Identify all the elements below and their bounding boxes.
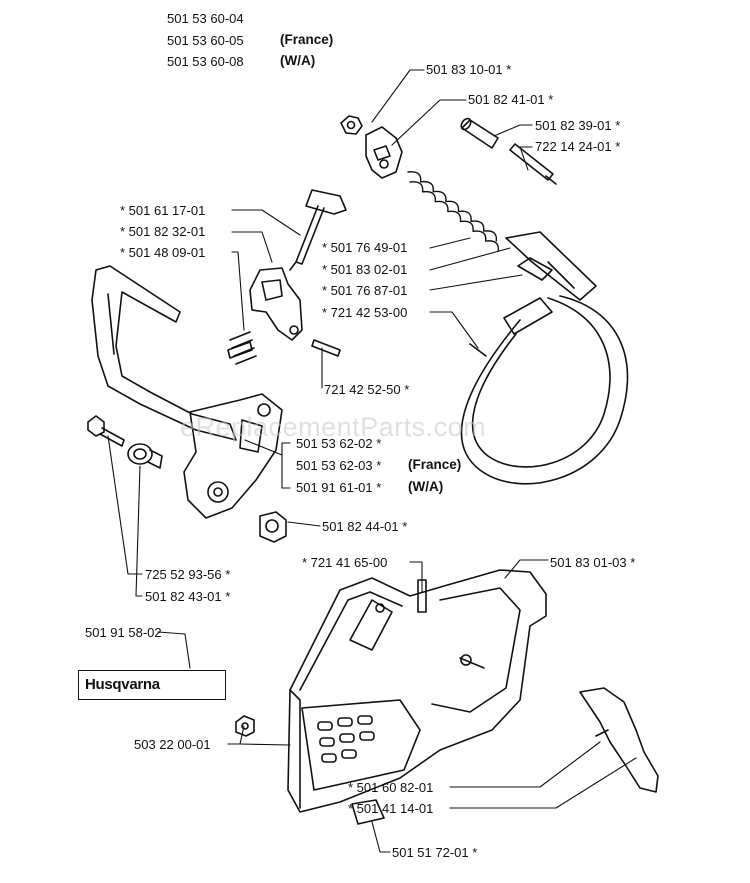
label-501-41-14-01: * 501 41 14-01 (348, 801, 434, 816)
label-725-52-93-56: 725 52 93-56 * (145, 567, 231, 582)
pin-part (509, 143, 557, 185)
header-part-number-1: 501 53 60-04 (167, 11, 244, 26)
latch-spring-part (227, 331, 257, 365)
label-note-france: (France) (408, 457, 462, 472)
watermark: eReplacementParts.com (180, 412, 487, 442)
bolt-part (259, 511, 287, 543)
label-501-76-49-01: * 501 76 49-01 (322, 240, 408, 255)
screw-part (87, 415, 125, 447)
brake-spring-part (407, 171, 500, 252)
label-501-82-44-01: 501 82 44-01 * (322, 519, 408, 534)
cover-nut-part (235, 715, 255, 737)
label-721-42-53-00: * 721 42 53-00 (322, 305, 408, 320)
band-pin-part (469, 343, 487, 357)
hand-guard-part (91, 265, 283, 519)
header-part-number-2: 501 53 60-05 (167, 33, 244, 48)
label-501-53-62-03: 501 53 62-03 * (296, 458, 382, 473)
leader-lines (107, 69, 637, 853)
bushing-part (460, 117, 499, 149)
label-501-91-58-02: 501 91 58-02 (85, 625, 162, 640)
small-pin-part (311, 339, 341, 357)
spacer-part (127, 443, 163, 469)
decal-text: Husqvarna (85, 676, 160, 693)
label-501-83-02-01: * 501 83 02-01 (322, 262, 408, 277)
label-note-wa: (W/A) (408, 479, 444, 494)
label-501-82-43-01: 501 82 43-01 * (145, 589, 231, 604)
label-501-82-41-01: 501 82 41-01 * (468, 92, 554, 107)
label-501-61-17-01: * 501 61 17-01 (120, 203, 206, 218)
chain-catcher-part (579, 687, 659, 793)
label-501-76-87-01: * 501 76 87-01 (322, 283, 408, 298)
label-501-83-10-01: 501 83 10-01 * (426, 62, 512, 77)
label-501-91-61-01: 501 91 61-01 * (296, 480, 382, 495)
header-note-wa: (W/A) (280, 53, 316, 68)
brake-band-part (460, 231, 629, 485)
label-501-51-72-01: 501 51 72-01 * (392, 845, 478, 860)
knob-screw-part (289, 189, 347, 271)
brake-lever-part (365, 126, 403, 179)
clutch-cover-part (287, 569, 547, 813)
header-note-france: (France) (280, 32, 334, 47)
label-501-82-32-01: * 501 82 32-01 (120, 224, 206, 239)
plate-part (351, 799, 385, 825)
label-721-42-52-50: 721 42 52-50 * (324, 382, 410, 397)
label-503-22-00-01: 503 22 00-01 (134, 737, 211, 752)
label-501-82-39-01: 501 82 39-01 * (535, 118, 621, 133)
husqvarna-decal: Husqvarna (78, 670, 226, 700)
label-722-14-24-01: 722 14 24-01 * (535, 139, 621, 154)
label-501-53-62-02: 501 53 62-02 * (296, 436, 382, 451)
header-part-number-3: 501 53 60-08 (167, 54, 244, 69)
label-501-60-82-01: * 501 60 82-01 (348, 780, 434, 795)
label-721-41-65-00: * 721 41 65-00 (302, 555, 388, 570)
nut-part (340, 115, 363, 135)
latch-part (249, 267, 303, 341)
label-501-83-01-03: 501 83 01-03 * (550, 555, 636, 570)
cover-screw-part (417, 579, 427, 613)
label-501-48-09-01: * 501 48 09-01 (120, 245, 206, 260)
